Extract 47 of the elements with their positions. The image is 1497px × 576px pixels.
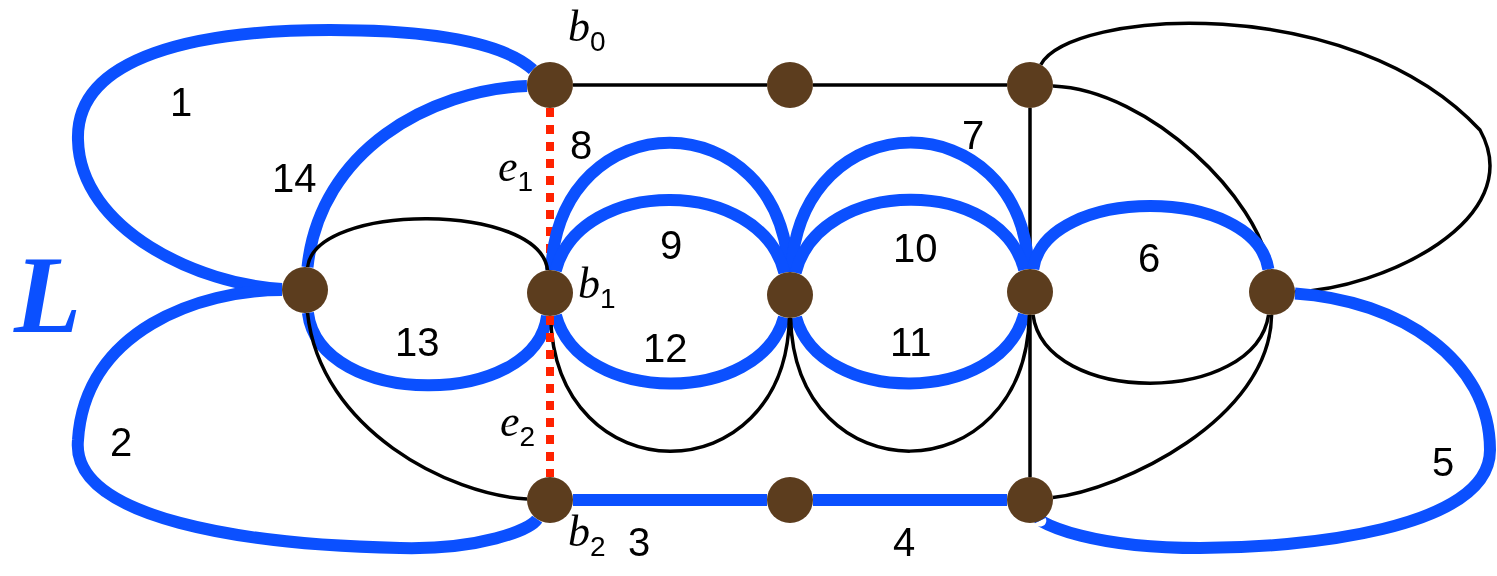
edge-label: 12 — [643, 328, 688, 368]
graph-edge — [1052, 314, 1274, 500]
edge-label: 5 — [1432, 442, 1455, 482]
vertex-dot — [1007, 62, 1053, 108]
graph-edge — [548, 315, 792, 453]
graph-edge — [1028, 315, 1032, 477]
edge-label: 2 — [110, 422, 133, 462]
vertex-dot — [1249, 269, 1295, 315]
edge-label: 4 — [893, 522, 916, 562]
graph-edge — [813, 83, 1007, 87]
vertex-dot — [767, 272, 813, 318]
edge-label: 7 — [962, 115, 985, 155]
graph-edge — [302, 311, 553, 392]
vertex-label: b$_{0}$ — [568, 5, 606, 56]
vertex-dot — [282, 267, 328, 313]
vertex-dot — [527, 62, 573, 108]
graph-edge — [790, 311, 1030, 390]
graph-edge — [305, 312, 528, 501]
graph-edge — [1031, 314, 1271, 385]
graph-label: L — [14, 240, 82, 350]
edge-label: 14 — [272, 158, 317, 198]
graph-edge — [546, 316, 554, 477]
edge-label: 8 — [570, 125, 593, 165]
edge-label: 6 — [1138, 238, 1161, 278]
vertex-dot — [767, 62, 813, 108]
graph-edge — [1027, 200, 1275, 272]
edge-label: 13 — [395, 322, 440, 362]
vertex-label: b$_{2}$ — [568, 510, 606, 561]
edge-label: 3 — [628, 522, 651, 562]
edge-label: e$_{2}$ — [500, 400, 536, 451]
graph-edge — [1039, 21, 1491, 294]
graph-edge — [306, 216, 550, 271]
vertex-dot — [1007, 269, 1053, 315]
edge-label: e$_{1}$ — [498, 145, 534, 196]
edge-label: 11 — [890, 322, 932, 362]
graph-edge — [573, 494, 767, 506]
vertex-dot — [527, 270, 573, 316]
graph-edge — [573, 83, 767, 87]
graph-edge — [550, 312, 790, 390]
vertex-label: b$_{1}$ — [578, 262, 616, 313]
graph-edge — [813, 494, 1007, 506]
edge-label: 10 — [893, 228, 938, 268]
edge-label: 9 — [660, 225, 683, 265]
edge-label: 1 — [170, 82, 193, 122]
vertex-dot — [767, 477, 813, 523]
graph-edge — [301, 80, 528, 269]
vertex-dot — [1007, 477, 1053, 523]
